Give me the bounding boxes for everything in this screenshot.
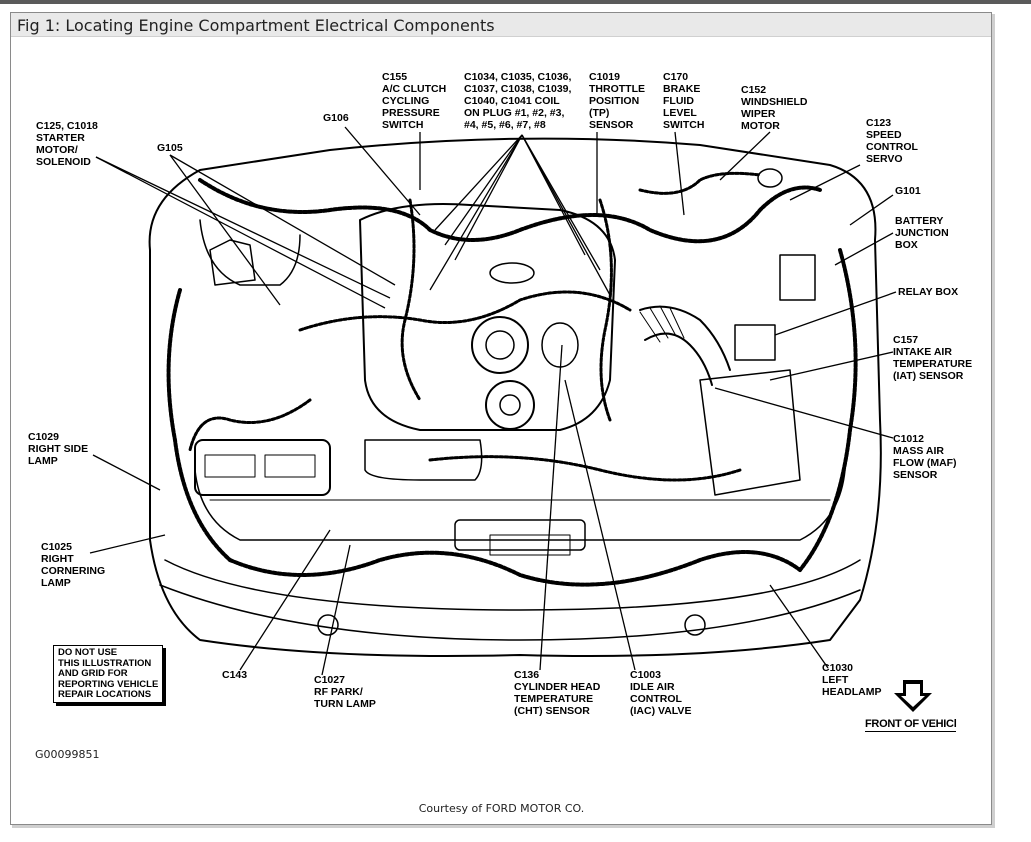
figure-id: G00099851 (35, 748, 100, 761)
callout-c1025: C1025 RIGHT CORNERING LAMP (41, 541, 106, 589)
callout-g101: G101 (895, 185, 921, 197)
callout-g105: G105 (157, 142, 183, 154)
callout-c1012: C1012 MASS AIR FLOW (MAF) SENSOR (893, 433, 957, 481)
courtesy-credit: Courtesy of FORD MOTOR CO. (418, 802, 585, 815)
callout-c155: C155 A/C CLUTCH CYCLING PRESSURE SWITCH (382, 71, 447, 131)
figure-frame: Fig 1: Locating Engine Compartment Elect… (10, 12, 992, 825)
frame-shadow-bottom (12, 825, 995, 828)
figure-title-bar: Fig 1: Locating Engine Compartment Elect… (11, 13, 991, 37)
window-top-bar (0, 0, 1031, 4)
callout-c123: C123 SPEED CONTROL SERVO (866, 117, 918, 165)
callout-c143: C143 (222, 669, 248, 681)
callout-relay-box: RELAY BOX (898, 286, 959, 298)
callout-c1030: C1030 LEFT HEADLAMP (822, 662, 882, 698)
callout-c136: C136 CYLINDER HEAD TEMPERATURE (CHT) SEN… (514, 669, 601, 717)
callout-c125: C125, C1018 STARTER MOTOR/ SOLENOID (36, 120, 98, 168)
callout-c1029: C1029 RIGHT SIDE LAMP (28, 431, 89, 467)
figure-title: Fig 1: Locating Engine Compartment Elect… (17, 16, 495, 35)
front-of-vehicle-label: FRONT OF VEHICl (865, 718, 957, 732)
callout-c152: C152 WINDSHIELD WIPER MOTOR (741, 84, 808, 132)
callout-c1027: C1027 RF PARK/ TURN LAMP (314, 674, 376, 710)
callout-c157: C157 INTAKE AIR TEMPERATURE (IAT) SENSOR (893, 334, 973, 382)
callout-g106: G106 (323, 112, 349, 124)
callout-battery-junction-box: BATTERY JUNCTION BOX (895, 215, 949, 251)
callout-c170: C170 BRAKE FLUID LEVEL SWITCH (663, 71, 705, 131)
callout-c1019: C1019 THROTTLE POSITION (TP) SENSOR (589, 71, 645, 131)
callout-coil-on-plug: C1034, C1035, C1036, C1037, C1038, C1039… (464, 71, 572, 131)
usage-notice: DO NOT USE THIS ILLUSTRATION AND GRID FO… (53, 645, 163, 703)
front-arrow-icon (894, 680, 932, 712)
frame-shadow-right (992, 14, 995, 827)
callout-c1003: C1003 IDLE AIR CONTROL (IAC) VALVE (630, 669, 692, 717)
